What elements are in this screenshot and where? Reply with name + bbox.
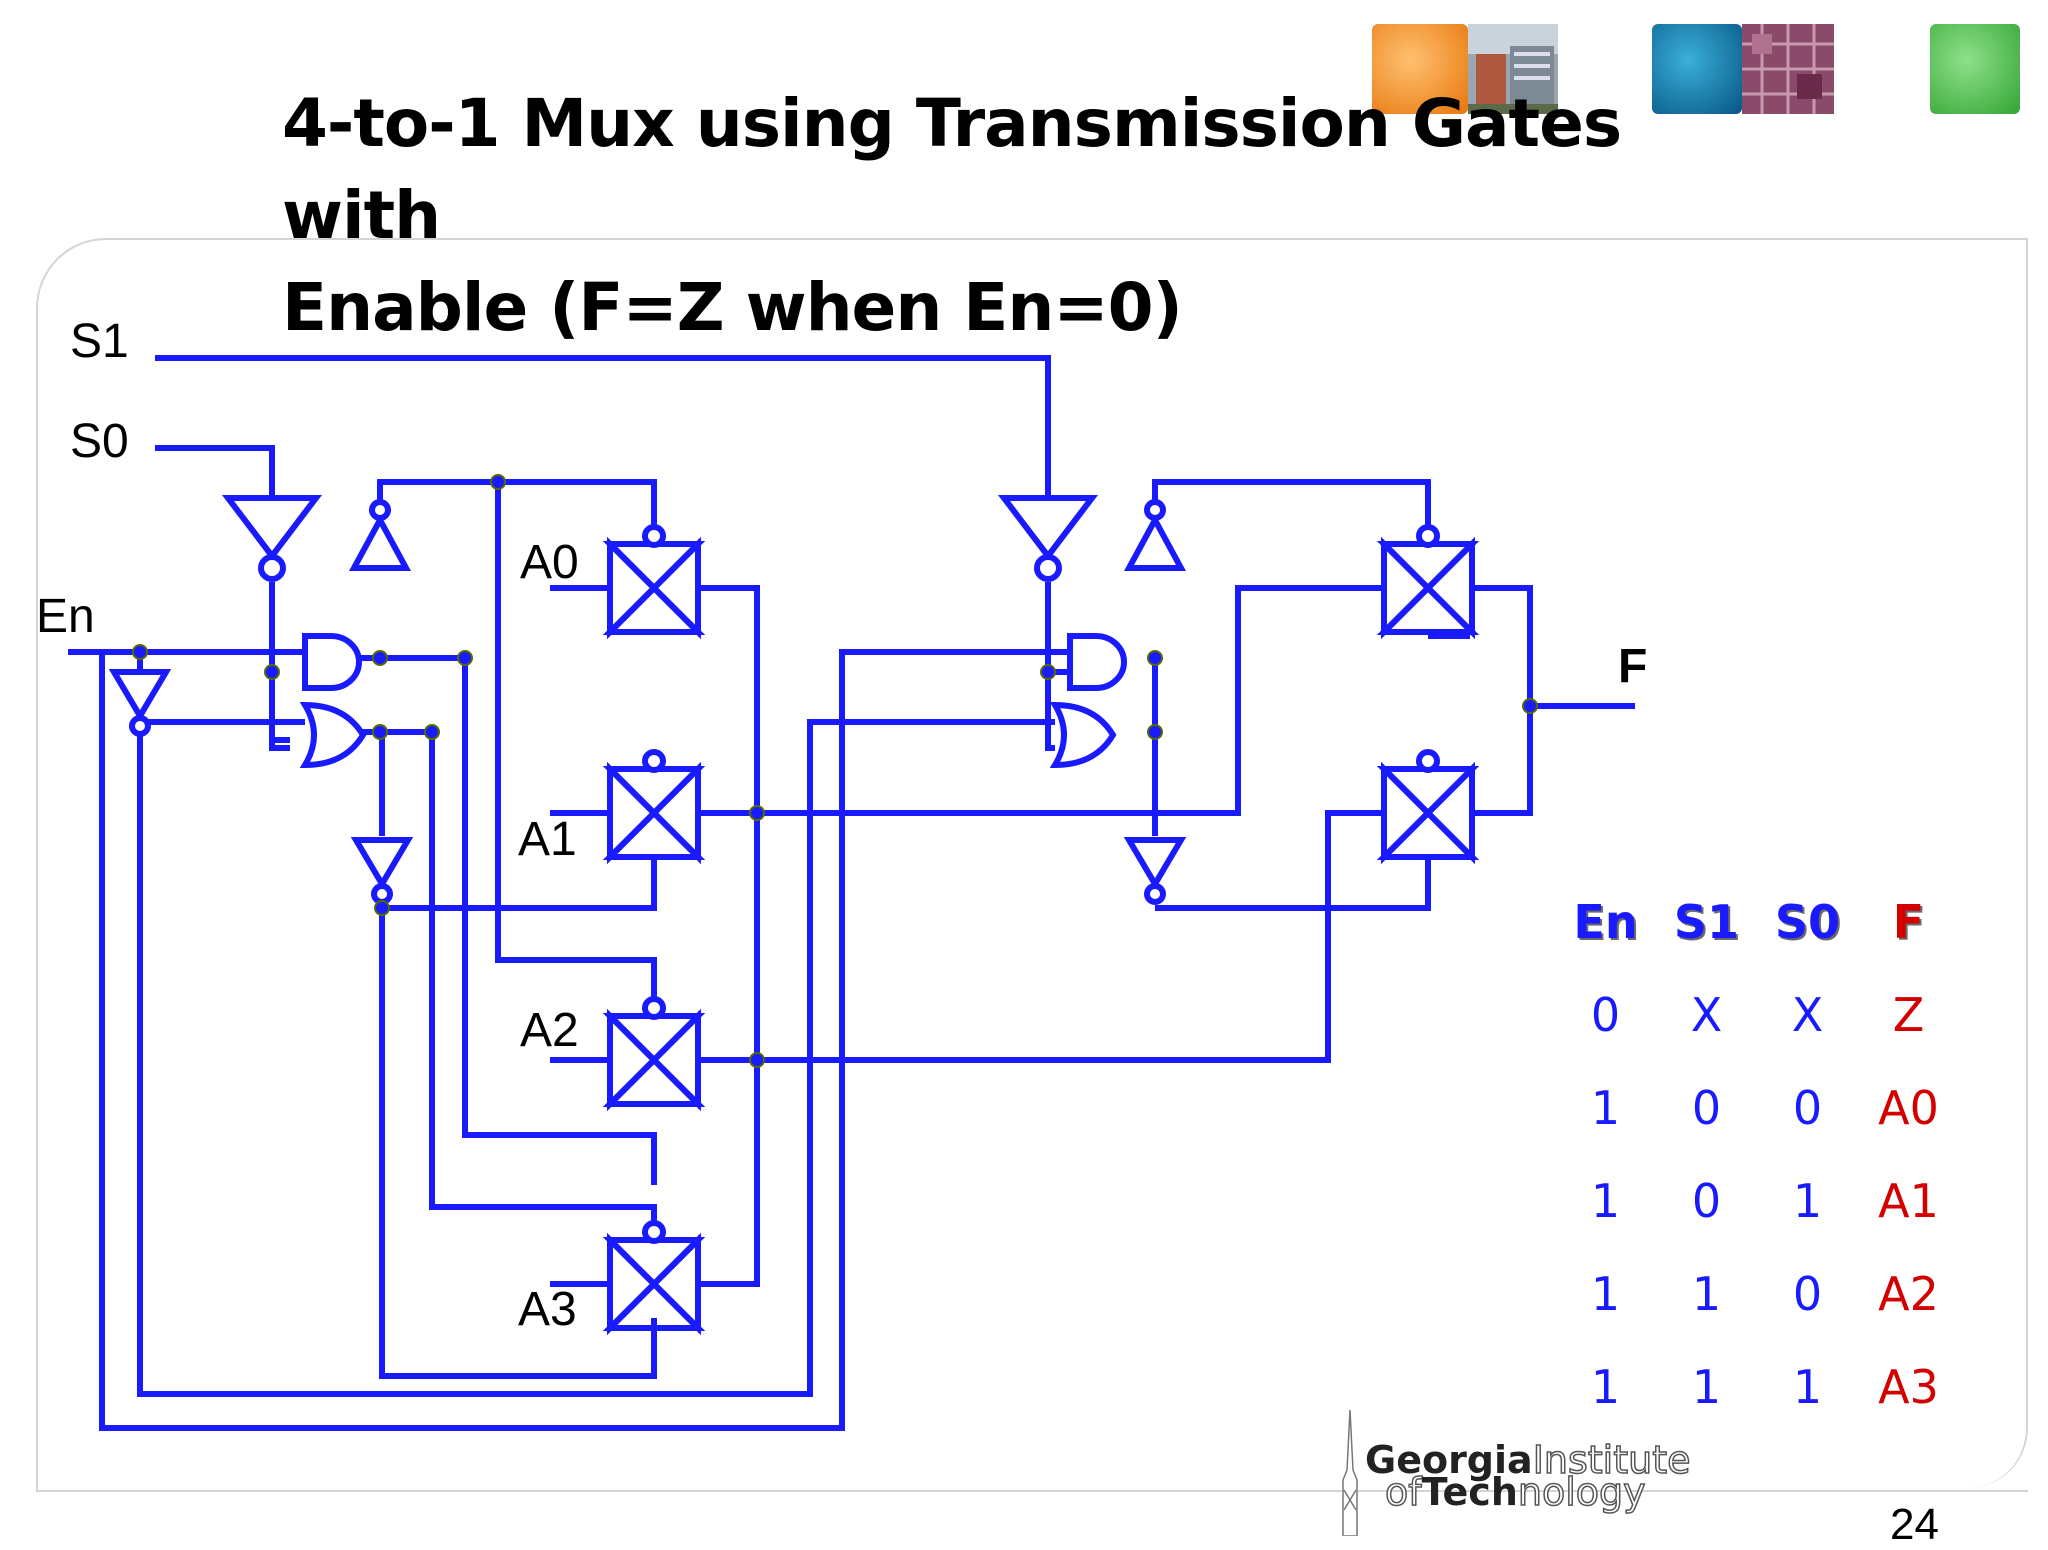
a2-input-label: A2 — [520, 1004, 579, 1057]
logo-line-1: GeorgiaInstitute — [1365, 1437, 1691, 1483]
cell-en: 1 — [1590, 1359, 1621, 1414]
content-frame — [36, 238, 2028, 1492]
cell-s0: 1 — [1792, 1173, 1823, 1228]
blue-tile-image — [1652, 24, 1742, 114]
logo-of: of — [1384, 1469, 1422, 1515]
logo-nology: nology — [1517, 1469, 1646, 1515]
table-row: 1 1 1 A3 — [1555, 1340, 1959, 1433]
building-photo-image — [1468, 24, 1558, 114]
a3-input-label: A3 — [518, 1283, 577, 1336]
slide-title: 4-to-1 Mux using Transmission Gates with… — [282, 78, 1782, 354]
cell-s1: 0 — [1691, 1173, 1722, 1228]
a0-input-label: A0 — [520, 536, 579, 589]
s1-input-label: S1 — [70, 315, 129, 368]
transmission-gate-stage2-bottom — [1384, 752, 1472, 857]
header-en: En — [1573, 894, 1638, 949]
f-output-label: F — [1618, 640, 1647, 693]
content-frame-corner — [1930, 238, 2028, 1488]
stage2-enable-inverter-bottom — [1129, 840, 1181, 902]
cell-en: 1 — [1590, 1173, 1621, 1228]
or-gate-right — [1055, 705, 1113, 765]
s0-inverter — [228, 498, 316, 579]
cell-s1: 1 — [1691, 1359, 1722, 1414]
logo-tech: Tech — [1421, 1470, 1518, 1514]
cell-f: A3 — [1878, 1359, 1939, 1414]
a1-enable-inverter — [356, 840, 408, 902]
cell-f: Z — [1892, 987, 1925, 1042]
a1-input-label: A1 — [518, 813, 577, 866]
transmission-gate-stage2-top — [1384, 527, 1472, 632]
and-gate-right — [1070, 636, 1124, 688]
cell-en: 1 — [1590, 1080, 1621, 1135]
page-number: 24 — [1890, 1500, 1939, 1549]
cell-f: A2 — [1878, 1266, 1939, 1321]
cell-s1: X — [1690, 987, 1723, 1042]
s0-input-label: S0 — [70, 415, 129, 468]
cell-s0: 0 — [1792, 1080, 1823, 1135]
stage2-enable-inverter-top — [1129, 502, 1181, 568]
title-line-2: Enable (F=Z when En=0) — [282, 269, 1183, 346]
or-gate-left — [305, 705, 363, 765]
cell-s0: 0 — [1792, 1266, 1823, 1321]
en-input-label: En — [36, 590, 95, 643]
s1-inverter — [1004, 498, 1092, 579]
table-row: 1 0 1 A1 — [1555, 1154, 1959, 1247]
header-f: F — [1892, 894, 1925, 949]
orange-tile-image — [1372, 24, 1468, 114]
circuit-wires — [68, 355, 1635, 1431]
and-gate-left — [305, 636, 359, 688]
truth-table-header-row: En S1 S0 F — [1555, 875, 1959, 968]
transmission-gate-a2 — [610, 999, 698, 1104]
a0-enable-inverter — [354, 502, 406, 568]
transmission-gate-a1 — [610, 752, 698, 857]
tech-tower-spire-icon — [1342, 1410, 1358, 1536]
logo-georgia: Georgia — [1365, 1438, 1533, 1482]
cell-s1: 1 — [1691, 1266, 1722, 1321]
title-line-1: 4-to-1 Mux using Transmission Gates with — [282, 85, 1622, 254]
junction-dots — [132, 474, 1538, 1068]
cell-s1: 0 — [1691, 1080, 1722, 1135]
table-row: 0 X X Z — [1555, 968, 1959, 1061]
cell-f: A0 — [1878, 1080, 1939, 1135]
cell-en: 1 — [1590, 1266, 1621, 1321]
logo-institute: Institute — [1532, 1437, 1691, 1483]
logo-line-2: ofTechnology — [1384, 1469, 1646, 1515]
green-tile-image — [1930, 24, 2020, 114]
georgia-tech-logo: GeorgiaInstitute ofTechnology — [1335, 1410, 1755, 1536]
transmission-gate-a3 — [610, 1223, 698, 1328]
truth-table: En S1 S0 F 0 X X Z 1 0 0 A0 1 0 1 A1 1 1… — [1555, 875, 1959, 1433]
cell-s0: X — [1791, 987, 1824, 1042]
cell-s0: 1 — [1792, 1359, 1823, 1414]
header-s0: S0 — [1774, 894, 1841, 949]
cell-f: A1 — [1878, 1173, 1939, 1228]
cell-en: 0 — [1590, 987, 1621, 1042]
transmission-gate-a0 — [610, 527, 698, 632]
header-s1: S1 — [1673, 894, 1740, 949]
table-row: 1 1 0 A2 — [1555, 1247, 1959, 1340]
table-row: 1 0 0 A0 — [1555, 1061, 1959, 1154]
circuit-photo-image — [1742, 24, 1834, 114]
